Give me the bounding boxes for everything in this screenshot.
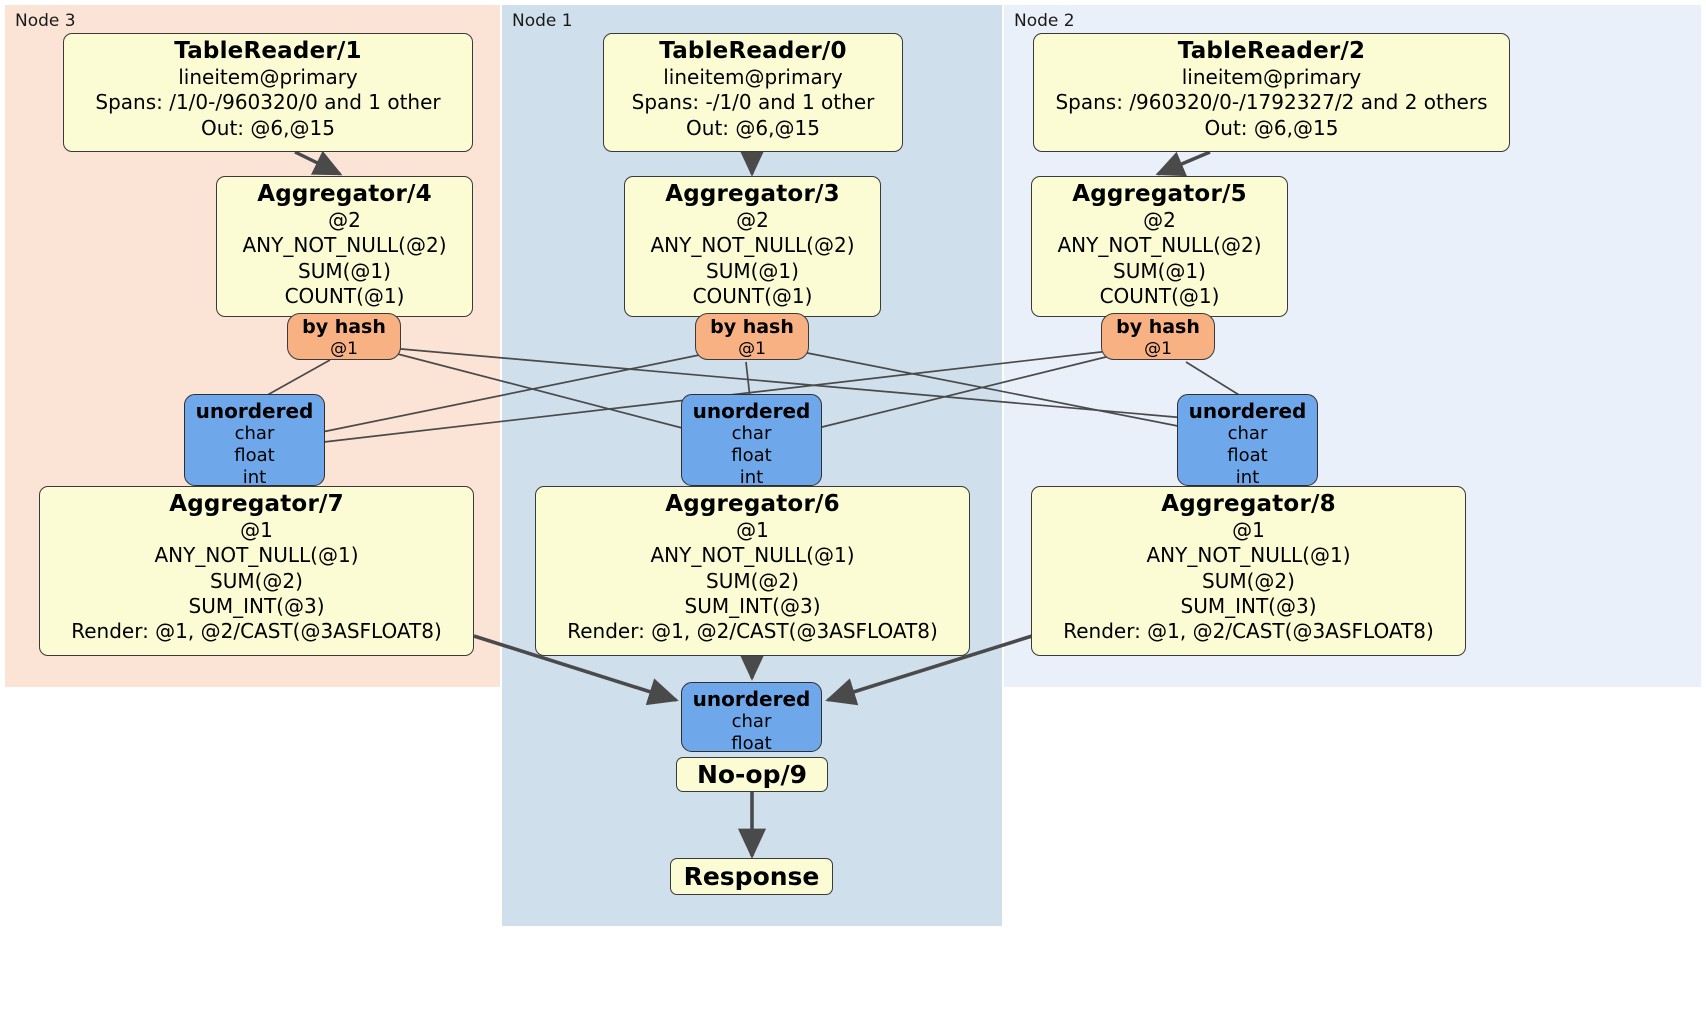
processor-aggregator-5[interactable]: Aggregator/5 @2 ANY_NOT_NULL(@2) SUM(@1)… [1031, 176, 1288, 317]
router-detail-line: @1 [1144, 338, 1172, 359]
processor-detail-line: lineitem@primary [1181, 65, 1362, 90]
processor-aggregator-4[interactable]: Aggregator/4 @2 ANY_NOT_NULL(@2) SUM(@1)… [216, 176, 473, 317]
processor-detail-line: Spans: /960320/0-/1792327/2 and 2 others [1055, 90, 1488, 115]
processor-detail-line: SUM(@1) [298, 258, 391, 283]
processor-title: TableReader/0 [659, 38, 847, 64]
processor-detail-line: @2 [1143, 208, 1176, 233]
processor-detail-line: Spans: /1/0-/960320/0 and 1 other [95, 90, 441, 115]
processor-detail-line: SUM_INT(@3) [684, 593, 821, 618]
sync-title: unordered [195, 399, 314, 423]
router-title: by hash [710, 316, 794, 338]
sync-title: unordered [1188, 399, 1307, 423]
processor-aggregator-6[interactable]: Aggregator/6 @1 ANY_NOT_NULL(@1) SUM(@2)… [535, 486, 970, 656]
processor-detail-line: SUM(@1) [1113, 258, 1206, 283]
processor-title: TableReader/1 [174, 38, 362, 64]
processor-detail-line: SUM(@1) [706, 258, 799, 283]
processor-detail-line: Out: @6,@15 [201, 115, 335, 140]
processor-detail-line: @2 [328, 208, 361, 233]
processor-detail-line: Out: @6,@15 [1204, 115, 1339, 140]
processor-render-line: Render: @1, @2/CAST(@3ASFLOAT8) [567, 618, 938, 643]
processor-detail-line: ANY_NOT_NULL(@2) [650, 233, 855, 258]
sync-type-line: float [731, 732, 772, 754]
sync-title: unordered [692, 687, 811, 711]
processor-detail-line: @1 [736, 518, 769, 543]
processor-detail-line: @1 [240, 518, 273, 543]
node-panel-label-node3: Node 3 [15, 11, 76, 31]
processor-title: Aggregator/5 [1072, 181, 1247, 207]
processor-detail-line: ANY_NOT_NULL(@1) [154, 543, 359, 568]
processor-table-reader-2[interactable]: TableReader/2 lineitem@primary Spans: /9… [1033, 33, 1510, 152]
sync-type-line: int [1235, 466, 1260, 488]
router-title: by hash [1116, 316, 1200, 338]
processor-detail-line: @2 [736, 208, 769, 233]
sync-type-line: char [731, 423, 772, 444]
processor-title: Aggregator/8 [1161, 491, 1336, 517]
sync-type-line: float [731, 444, 772, 466]
processor-detail-line: @1 [1232, 518, 1265, 543]
processor-aggregator-8[interactable]: Aggregator/8 @1 ANY_NOT_NULL(@1) SUM(@2)… [1031, 486, 1466, 656]
sync-type-line: int [242, 466, 267, 488]
processor-title: Aggregator/4 [257, 181, 432, 207]
processor-noop-9[interactable]: No-op/9 [676, 757, 828, 792]
processor-aggregator-3[interactable]: Aggregator/3 @2 ANY_NOT_NULL(@2) SUM(@1)… [624, 176, 881, 317]
output-router-by-hash-3[interactable]: by hash @1 [695, 313, 809, 360]
router-detail-line: @1 [738, 338, 766, 359]
processor-detail-line: lineitem@primary [178, 65, 358, 90]
processor-detail-line: SUM(@2) [210, 568, 303, 593]
processor-render-line: Render: @1, @2/CAST(@3ASFLOAT8) [1063, 618, 1434, 643]
sync-type-line: char [731, 711, 772, 732]
output-router-by-hash-5[interactable]: by hash @1 [1101, 313, 1215, 360]
node-panel-label-node1: Node 1 [512, 11, 573, 31]
input-sync-unordered-7[interactable]: unordered char float int [184, 394, 325, 488]
processor-title: Aggregator/3 [665, 181, 840, 207]
router-detail-line: @1 [330, 338, 358, 359]
processor-title: Aggregator/6 [665, 491, 840, 517]
sync-type-line: char [234, 423, 275, 444]
sync-type-line: char [1227, 423, 1268, 444]
processor-detail-line: SUM_INT(@3) [1180, 593, 1317, 618]
response-label: Response [683, 862, 820, 891]
input-sync-unordered-8[interactable]: unordered char float int [1177, 394, 1318, 488]
noop-label: No-op/9 [696, 760, 808, 789]
sync-type-line: float [1227, 444, 1268, 466]
sync-type-line: int [739, 466, 764, 488]
processor-title: TableReader/2 [1177, 38, 1366, 64]
input-sync-unordered-final[interactable]: unordered char float [681, 682, 822, 754]
input-sync-unordered-6[interactable]: unordered char float int [681, 394, 822, 488]
processor-detail-line: Spans: -/1/0 and 1 other [631, 90, 875, 115]
node-panel-label-node2: Node 2 [1014, 11, 1075, 31]
processor-detail-line: lineitem@primary [663, 65, 843, 90]
processor-detail-line: COUNT(@1) [284, 283, 405, 308]
processor-detail-line: ANY_NOT_NULL(@1) [1146, 543, 1351, 568]
processor-detail-line: SUM_INT(@3) [188, 593, 325, 618]
processor-aggregator-7[interactable]: Aggregator/7 @1 ANY_NOT_NULL(@1) SUM(@2)… [39, 486, 474, 656]
output-router-by-hash-4[interactable]: by hash @1 [287, 313, 401, 360]
processor-table-reader-0[interactable]: TableReader/0 lineitem@primary Spans: -/… [603, 33, 903, 152]
processor-title: Aggregator/7 [169, 491, 344, 517]
processor-detail-line: SUM(@2) [706, 568, 799, 593]
processor-detail-line: ANY_NOT_NULL(@1) [650, 543, 855, 568]
processor-detail-line: SUM(@2) [1202, 568, 1295, 593]
processor-detail-line: ANY_NOT_NULL(@2) [1057, 233, 1262, 258]
processor-table-reader-1[interactable]: TableReader/1 lineitem@primary Spans: /1… [63, 33, 473, 152]
response-node[interactable]: Response [670, 858, 833, 895]
sync-type-line: float [234, 444, 275, 466]
processor-detail-line: COUNT(@1) [1099, 283, 1220, 308]
processor-render-line: Render: @1, @2/CAST(@3ASFLOAT8) [71, 618, 442, 643]
router-title: by hash [302, 316, 386, 338]
sync-title: unordered [692, 399, 811, 423]
processor-detail-line: ANY_NOT_NULL(@2) [242, 233, 447, 258]
processor-detail-line: Out: @6,@15 [686, 115, 820, 140]
processor-detail-line: COUNT(@1) [692, 283, 813, 308]
